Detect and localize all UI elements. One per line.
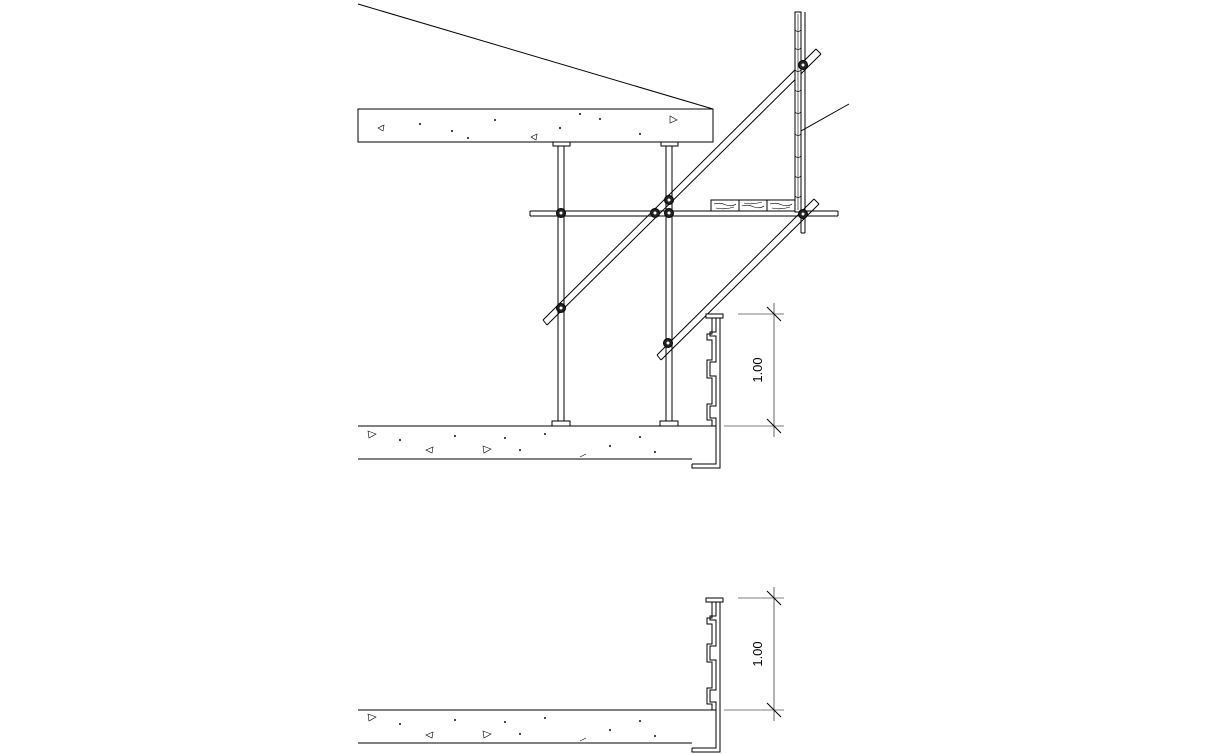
coupler: [798, 209, 808, 219]
middle-slab: [358, 425, 716, 460]
standard-top-plate-left: [552, 141, 571, 147]
roof-line: [357, 3, 714, 110]
standard-base-plate-left: [551, 420, 571, 427]
coupler: [664, 195, 674, 205]
lower-slab: [358, 709, 716, 744]
upper-slab-outline: [357, 108, 714, 143]
upper-dimension-label: 1.00: [750, 357, 765, 382]
lower-guardrail: [691, 597, 724, 753]
coupler: [798, 60, 808, 70]
upper-slab-hatch: [377, 112, 678, 141]
diagonal-brace-long: [542, 48, 822, 326]
lower-slab-hatch: [367, 713, 657, 742]
scaffold-planks: [710, 199, 796, 212]
scaffold-couplers: [556, 60, 808, 348]
middle-slab-hatch: [367, 430, 657, 458]
coupler: [650, 208, 660, 218]
standard-base-plate-right: [659, 420, 679, 427]
coupler: [556, 208, 566, 218]
annotation-leader-line: [800, 103, 850, 132]
coupler: [663, 338, 673, 348]
upper-slab: [357, 3, 714, 143]
lower-dimension: 1.00: [724, 587, 784, 721]
scaffold-ledger: [529, 210, 839, 217]
diagonal-brace-short: [656, 198, 820, 361]
coupler: [664, 208, 674, 218]
standard-top-plate-right: [660, 141, 679, 147]
scaffold-standards: [551, 141, 679, 427]
upper-dimension: 1.00: [724, 303, 784, 437]
lower-dimension-label: 1.00: [750, 641, 765, 666]
vertical-guard-board: [794, 11, 806, 234]
upper-guardrail: [691, 313, 724, 469]
coupler: [556, 303, 566, 313]
